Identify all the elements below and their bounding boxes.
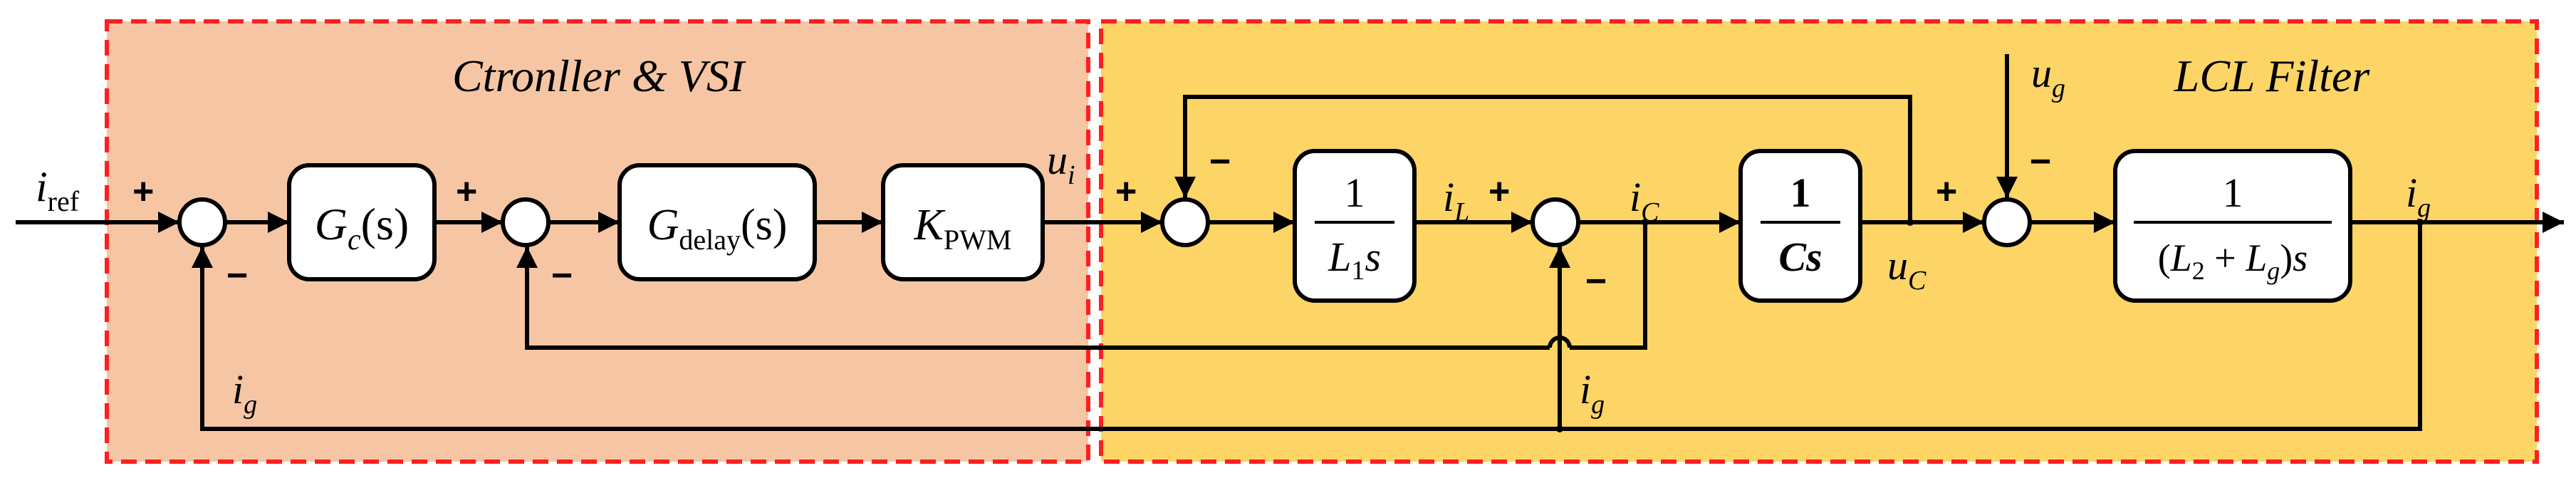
junction-ic xyxy=(1642,219,1649,226)
svg-text:Cs: Cs xyxy=(1778,234,1822,280)
label-i-l: iL xyxy=(1443,174,1469,227)
svg-text:1: 1 xyxy=(1790,170,1811,216)
label-i-g-feedback-mid: ig xyxy=(1580,366,1605,420)
filter-region-title: LCL Filter xyxy=(2174,51,2371,101)
label-i-g-feedback-left: ig xyxy=(232,366,257,420)
junction-uc xyxy=(1907,219,1914,226)
svg-text:1: 1 xyxy=(1345,170,1365,216)
block-inductor1: 1 L1s xyxy=(1293,149,1417,303)
sum5-minus-sign: − xyxy=(2030,141,2051,182)
svg-text:KPWM: KPWM xyxy=(914,201,1012,256)
label-i-g-out: ig xyxy=(2406,170,2431,223)
summing-junction-4 xyxy=(1531,197,1580,247)
sum1-plus-sign: + xyxy=(132,171,154,212)
sum1-minus-sign: − xyxy=(226,255,248,296)
svg-text:Gc(s): Gc(s) xyxy=(315,199,409,256)
summing-junction-1 xyxy=(177,197,227,247)
label-u-i: ui xyxy=(1047,137,1075,190)
svg-text:(L2 + Lg)s: (L2 + Lg)s xyxy=(2158,237,2308,285)
label-i-ref: iref xyxy=(36,163,80,217)
sum3-minus-sign: − xyxy=(1209,141,1231,182)
block-kpwm: KPWM xyxy=(881,163,1045,281)
block-gc: Gc(s) xyxy=(287,163,437,281)
sum5-plus-sign: + xyxy=(1936,171,1957,212)
sum4-plus-sign: + xyxy=(1488,171,1510,212)
controller-region-title: Ctronller & VSI xyxy=(452,51,746,101)
svg-text:1: 1 xyxy=(2223,170,2243,216)
sum4-minus-sign: − xyxy=(1585,261,1607,302)
summing-junction-2 xyxy=(501,197,551,247)
summing-junction-3 xyxy=(1160,197,1210,247)
junction-ig-fb xyxy=(1556,425,1563,432)
signal-wires xyxy=(16,54,2564,431)
summing-junction-5 xyxy=(1982,197,2032,247)
label-u-g: ug xyxy=(2031,50,2065,103)
sum2-minus-sign: − xyxy=(551,255,573,296)
svg-text:Gdelay(s): Gdelay(s) xyxy=(647,201,788,256)
label-u-c: uC xyxy=(1887,242,1926,296)
junction-ig-out xyxy=(2416,219,2424,226)
label-i-c: iC xyxy=(1629,174,1659,227)
sum2-plus-sign: + xyxy=(456,171,477,212)
block-grid-impedance: 1 (L2 + Lg)s xyxy=(2113,149,2352,303)
svg-text:L1s: L1s xyxy=(1328,234,1381,286)
block-gdelay: Gdelay(s) xyxy=(617,163,817,281)
sum3-plus-sign: + xyxy=(1115,171,1137,212)
block-capacitor: 1 Cs xyxy=(1738,149,1862,303)
